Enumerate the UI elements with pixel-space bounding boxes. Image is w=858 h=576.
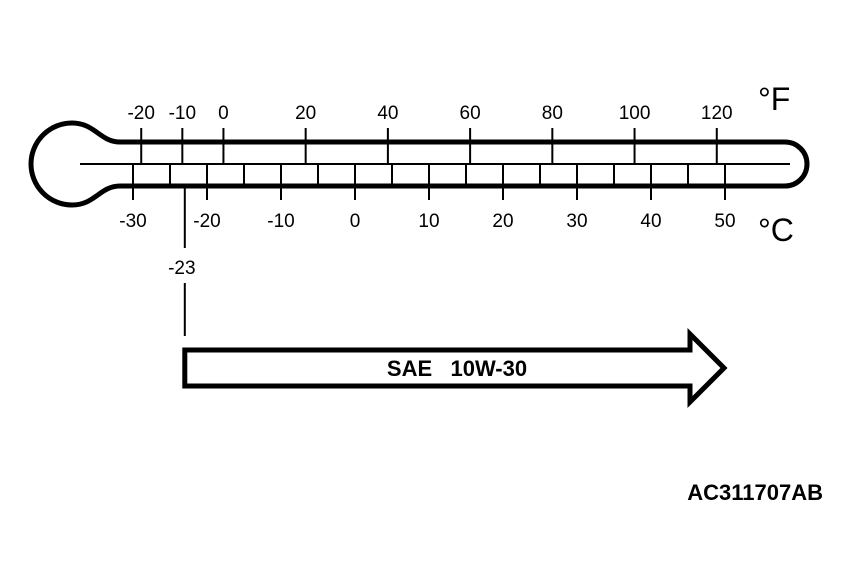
fahrenheit-tick-label: 20 (295, 103, 316, 124)
celsius-tick-label: 40 (640, 211, 661, 232)
fahrenheit-tick-label: 0 (218, 103, 229, 124)
celsius-tick-label: -20 (193, 211, 220, 232)
fahrenheit-tick-label: 40 (377, 103, 398, 124)
celsius-tick-label: 30 (566, 211, 587, 232)
celsius-tick-label: -10 (267, 211, 294, 232)
fahrenheit-tick-label: -10 (169, 103, 196, 124)
celsius-tick-label: 10 (418, 211, 439, 232)
thermometer-outline (28, 120, 810, 208)
celsius-tick-label: 0 (350, 211, 361, 232)
fahrenheit-tick-label: -20 (127, 103, 154, 124)
temperature-marker-label: -23 (168, 258, 195, 279)
fahrenheit-unit-label: °F (758, 81, 790, 117)
fahrenheit-tick-label: 60 (460, 103, 481, 124)
fahrenheit-scale: -20 -10 0 20 40 60 80 100 120 (127, 103, 733, 164)
sae-range-arrow (182, 327, 728, 409)
sae-grade-label: SAE 10W-30 (387, 356, 527, 381)
fahrenheit-tick-label: 100 (619, 103, 651, 124)
celsius-unit-label: °C (758, 212, 794, 248)
celsius-tick-label: -30 (119, 211, 146, 232)
celsius-scale: -30 -20 -10 0 10 20 30 40 50 (119, 164, 736, 232)
fahrenheit-tick-label: 120 (701, 103, 733, 124)
figure-id: AC311707AB (687, 480, 823, 505)
celsius-tick-label: 50 (714, 211, 735, 232)
fahrenheit-tick-label: 80 (542, 103, 563, 124)
celsius-tick-label: 20 (492, 211, 513, 232)
